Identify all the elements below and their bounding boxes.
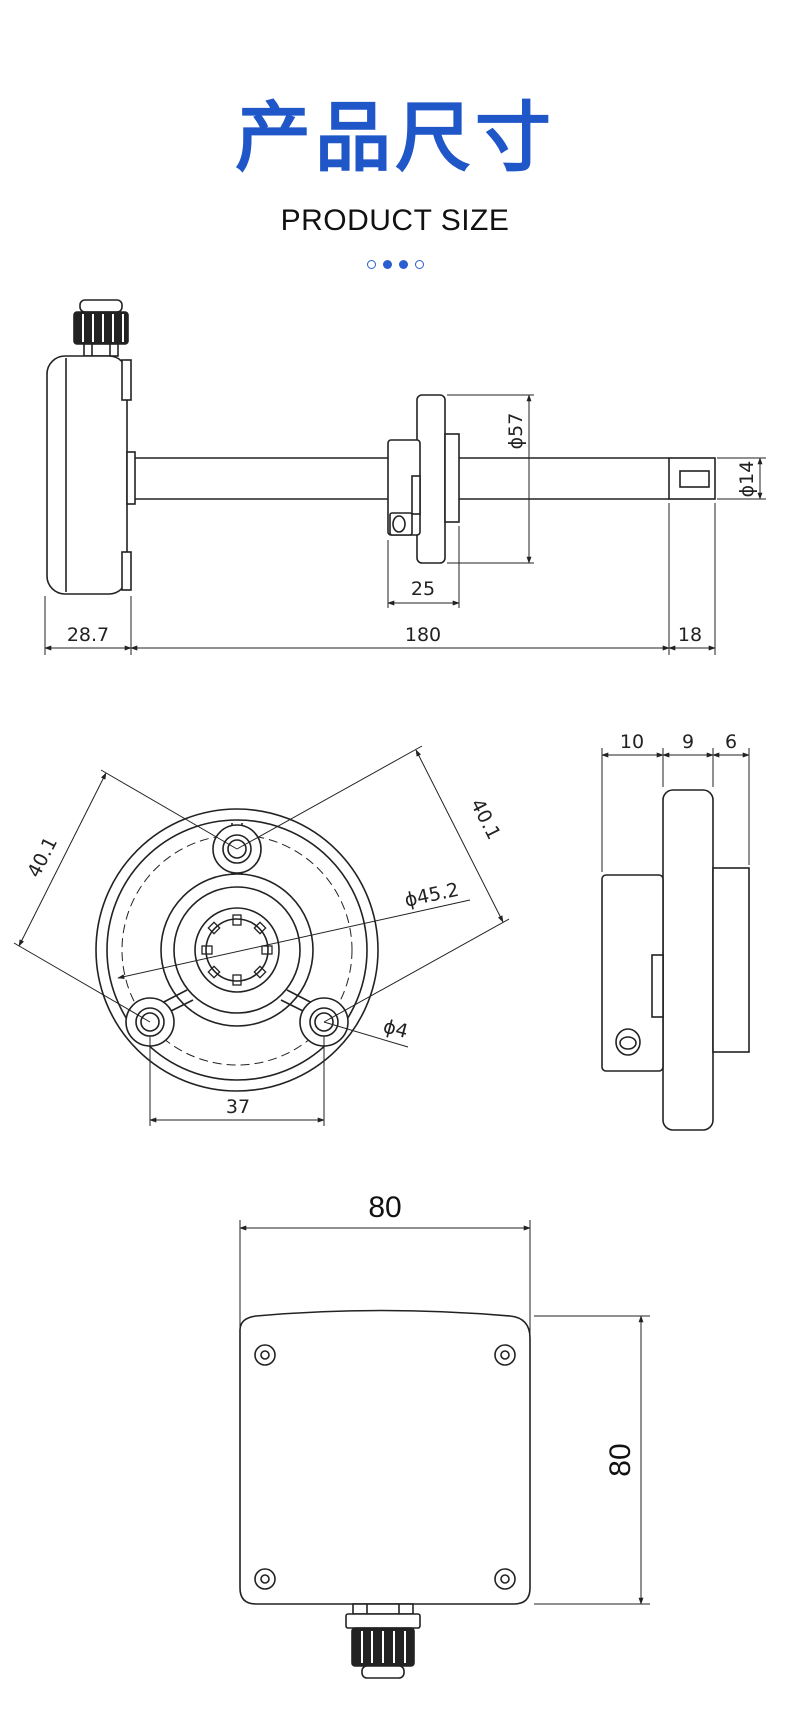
dim-housing-depth: 28.7 <box>67 624 109 646</box>
page-subtitle: PRODUCT SIZE <box>280 204 510 237</box>
dim-hole-spacing-right: 40.1 <box>466 795 505 843</box>
screw <box>254 1344 276 1366</box>
side-view-dimensions <box>44 394 766 655</box>
dim-flange-width: 25 <box>411 578 435 600</box>
mounting-flange <box>387 394 460 564</box>
flange-side-view <box>601 789 750 1131</box>
dim-probe-length: 180 <box>405 624 441 646</box>
dim-hole-spacing-left: 40.1 <box>23 833 62 881</box>
spline-teeth <box>201 914 273 986</box>
dot-indicator <box>398 260 408 269</box>
dim-tip-length: 18 <box>678 624 702 646</box>
dim-probe-diameter: ϕ14 <box>736 461 758 498</box>
screw <box>494 1344 516 1366</box>
dim-flange-side-a: 10 <box>620 731 644 753</box>
dim-flange-diameter: ϕ57 <box>505 413 527 450</box>
screw <box>494 1568 516 1590</box>
dot-indicator <box>382 260 392 269</box>
dot-indicator <box>366 260 376 269</box>
side-view <box>46 299 716 595</box>
cable-gland <box>73 299 129 357</box>
page-title: 产品尺寸 <box>235 93 555 182</box>
dot-indicator <box>414 260 424 269</box>
flange-front-view <box>95 808 379 1092</box>
housing-front-dimensions <box>239 1220 650 1605</box>
dim-flange-side-c: 6 <box>725 731 737 753</box>
flange-side-dimensions <box>601 748 750 872</box>
housing-front-view <box>239 1309 531 1679</box>
section-dots <box>0 260 790 269</box>
sensor-housing <box>46 355 136 595</box>
dim-pitch-diameter: ϕ45.2 <box>403 879 461 912</box>
housing-front-dimension-labels: 80 80 <box>368 1191 637 1477</box>
dim-hole-diameter: ϕ4 <box>381 1015 410 1043</box>
cable-gland-bottom <box>345 1603 421 1679</box>
screw <box>254 1568 276 1590</box>
dim-flange-side-b: 9 <box>682 731 694 753</box>
dim-housing-height: 80 <box>604 1443 637 1476</box>
flange-side-dimension-labels: 10 9 6 <box>620 731 737 753</box>
dim-hole-spacing-bottom: 37 <box>226 1096 250 1118</box>
dim-housing-width: 80 <box>368 1191 401 1224</box>
side-view-dimension-labels: 28.7 180 18 25 ϕ57 ϕ14 <box>67 413 758 646</box>
flange-front-dimensions <box>13 745 510 1126</box>
